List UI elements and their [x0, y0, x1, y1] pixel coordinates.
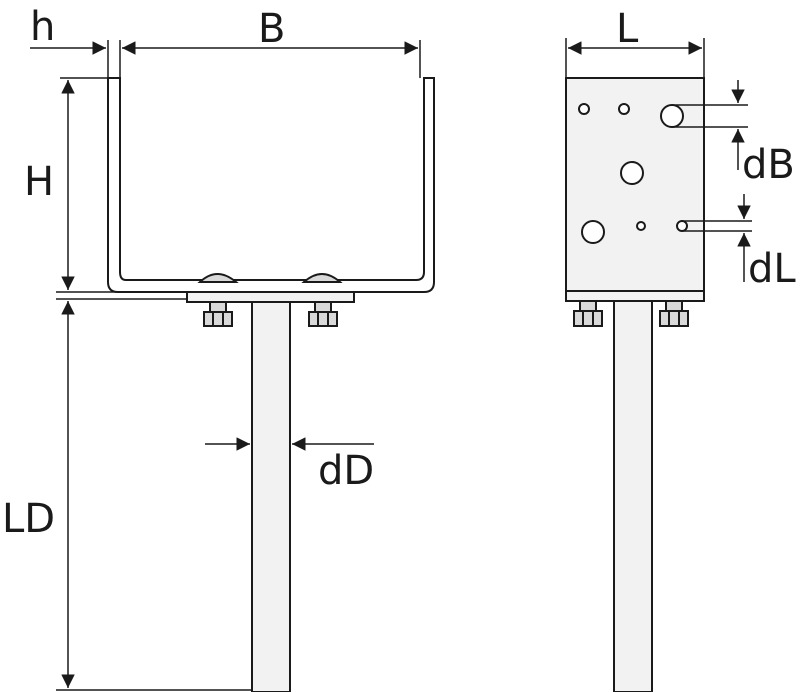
- side-dimensions: [565, 38, 752, 282]
- side-view: [565, 77, 705, 692]
- side-anchor-pipe: [613, 300, 653, 692]
- label-dd: dD: [318, 448, 374, 494]
- hole-small: [636, 221, 646, 231]
- side-nut-right: [659, 300, 689, 327]
- front-view: [107, 77, 435, 692]
- hole-large: [581, 220, 605, 244]
- side-nut-left: [573, 300, 603, 327]
- nut-left: [203, 301, 233, 327]
- label-db: dB: [742, 142, 795, 188]
- slot-hole-db: [660, 104, 684, 128]
- bolt-head-right: [301, 273, 343, 283]
- base-plate: [186, 291, 355, 303]
- label-dl: dL: [748, 246, 796, 292]
- bolt-head-left: [197, 273, 239, 283]
- hole-small: [578, 103, 590, 115]
- hole-dl: [676, 220, 688, 232]
- front-dimensions: [30, 40, 421, 691]
- label-h: h: [30, 4, 55, 50]
- label-b: B: [258, 6, 285, 52]
- hole-small: [618, 103, 630, 115]
- side-base-plate: [565, 290, 705, 302]
- label-ld: LD: [2, 496, 55, 542]
- hole-large: [620, 161, 644, 185]
- label-l: L: [616, 6, 639, 52]
- nut-right: [308, 301, 338, 327]
- u-bracket: [107, 77, 435, 293]
- label-height-h: H: [24, 159, 54, 205]
- anchor-pipe: [251, 301, 291, 692]
